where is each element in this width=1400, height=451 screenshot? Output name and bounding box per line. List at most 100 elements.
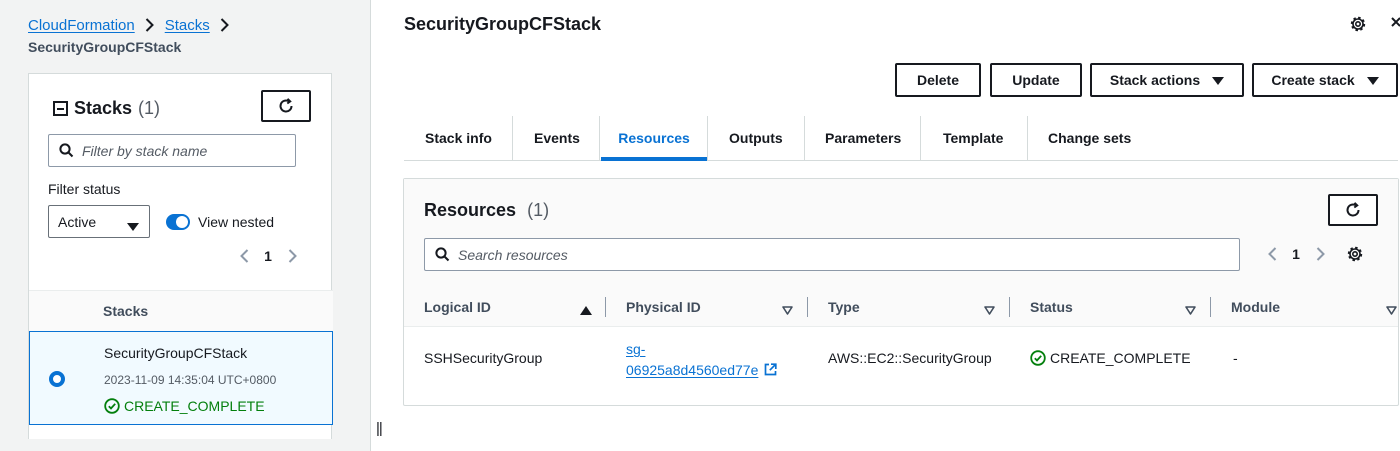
check-circle-icon [104,398,120,414]
view-nested-toggle[interactable] [166,214,190,230]
stacks-navigation-panel: CloudFormation Stacks SecurityGroupCFSta… [0,0,371,451]
column-physical-id[interactable]: Physical ID [626,299,701,315]
tab-divider [920,116,921,160]
resources-search-field[interactable] [424,238,1240,271]
tab-divider [512,116,513,160]
filter-status-label: Filter status [48,181,121,197]
breadcrumb-stacks-link[interactable]: Stacks [164,16,210,34]
update-button[interactable]: Update [990,63,1082,97]
resources-search-input[interactable] [458,246,1239,263]
resources-pagination: 1 [1263,246,1329,262]
page-title: SecurityGroupCFStack [404,14,602,34]
breadcrumb-cloudformation-link[interactable]: CloudFormation [28,16,135,34]
stacks-page-number[interactable]: 1 [264,248,272,264]
column-divider [1210,297,1211,317]
resources-page-number[interactable]: 1 [1292,246,1300,262]
breadcrumb: CloudFormation Stacks SecurityGroupCFSta… [28,15,240,55]
caret-down-icon [127,218,139,234]
stack-actions-button[interactable]: Stack actions [1090,63,1244,97]
settings-gear-icon[interactable] [1346,245,1364,266]
tab-resources[interactable]: Resources [601,116,707,161]
stack-row[interactable]: SecurityGroupCFStack 2023-11-09 14:35:04… [29,331,333,425]
breadcrumb-current: SecurityGroupCFStack [28,39,182,55]
column-divider [605,297,606,317]
sort-icon[interactable] [1185,302,1196,318]
stack-status: CREATE_COMPLETE [104,398,265,414]
filter-status-select[interactable]: Active [48,205,150,238]
check-circle-icon [1030,350,1046,366]
resources-count: (1) [527,200,550,220]
tab-stack-info[interactable]: Stack info [425,130,492,146]
create-stack-button[interactable]: Create stack [1252,63,1398,97]
sort-icon[interactable] [782,302,793,318]
tab-divider [1027,116,1028,160]
chevron-left-icon[interactable] [1263,247,1281,261]
stack-filter-input[interactable] [82,142,295,159]
tab-divider [599,116,600,160]
delete-button-label: Delete [916,72,960,88]
stack-name: SecurityGroupCFStack [104,345,248,361]
update-button-label: Update [1012,72,1060,88]
physical-id-line-1[interactable]: sg- [626,341,646,357]
sort-ascending-icon[interactable] [580,302,592,318]
resize-handle-icon[interactable]: || [376,420,383,437]
settings-gear-icon[interactable] [1349,15,1367,36]
external-link-icon[interactable] [764,363,777,376]
stack-tabs: Stack info Events Resources Outputs Para… [404,116,1398,161]
stacks-heading-label: Stacks [74,98,133,118]
stack-filter-field[interactable] [48,134,296,167]
close-icon[interactable] [1391,14,1400,33]
stack-created-date: 2023-11-09 14:35:04 UTC+0800 [104,373,277,387]
caret-down-icon [1366,72,1379,88]
resource-physical-id-link[interactable]: sg- 06925a8d4560ed77e [626,339,777,381]
chevron-right-icon [135,18,165,32]
resource-module: - [1233,350,1238,366]
tab-divider [707,116,708,160]
search-icon [435,247,450,262]
resource-logical-id: SSHSecurityGroup [424,350,543,366]
tab-events[interactable]: Events [534,130,580,146]
stack-radio-selected[interactable] [49,371,65,387]
stacks-list-card: Stacks (1) Filter status Active View nes… [28,73,333,439]
stacks-refresh-button[interactable] [261,90,311,122]
create-stack-label: Create stack [1271,72,1355,88]
stacks-heading: Stacks (1) [53,98,160,119]
column-type[interactable]: Type [828,299,860,315]
column-module[interactable]: Module [1231,299,1280,315]
stacks-count: (1) [138,98,161,118]
chevron-right-icon[interactable] [1311,247,1329,261]
resources-heading-label: Resources [424,200,517,220]
refresh-icon [1346,202,1360,217]
tab-divider [804,116,805,160]
sort-icon[interactable] [1386,302,1397,318]
resources-table-header: Logical ID Physical ID Type Status Modul… [404,287,1398,327]
resources-refresh-button[interactable] [1328,194,1378,226]
stacks-column-header: Stacks [103,303,149,319]
resource-status: CREATE_COMPLETE [1030,350,1191,366]
tab-parameters[interactable]: Parameters [825,130,902,146]
stacks-pagination: 1 [235,248,301,264]
delete-button[interactable]: Delete [895,63,981,97]
column-status[interactable]: Status [1030,299,1073,315]
resource-status-label: CREATE_COMPLETE [1050,350,1191,366]
minus-square-icon[interactable] [53,101,68,116]
chevron-left-icon[interactable] [235,249,253,263]
tab-template[interactable]: Template [943,130,1004,146]
filter-status-value: Active [58,213,97,230]
physical-id-line-2[interactable]: 06925a8d4560ed77e [626,362,759,378]
resource-type: AWS::EC2::SecurityGroup [828,350,992,366]
chevron-right-icon [210,18,240,32]
view-nested-label: View nested [198,214,275,230]
sort-icon[interactable] [984,302,995,318]
resources-container: Resources (1) 1 Logical ID Physica [403,178,1399,406]
refresh-icon [279,98,293,113]
tab-change-sets[interactable]: Change sets [1048,130,1132,146]
stacks-table-header: Stacks [29,290,333,332]
tab-outputs[interactable]: Outputs [729,130,783,146]
column-logical-id[interactable]: Logical ID [424,299,491,315]
stack-actions-label: Stack actions [1109,72,1201,88]
column-divider [1009,297,1010,317]
column-divider [807,297,808,317]
chevron-right-icon[interactable] [283,249,301,263]
stack-status-label: CREATE_COMPLETE [124,398,265,414]
